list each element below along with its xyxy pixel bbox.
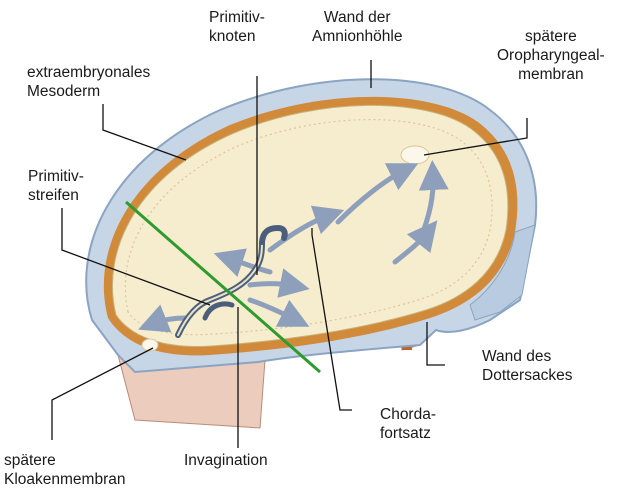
label-extraembryonic-mesoderm: extraembryonales Mesoderm [27,63,150,101]
label-primitivstreifen: Primitiv- streifen [28,167,84,205]
label-yolk-sac-wall: Wand des Dottersackes [482,347,572,385]
label-amnion-wall: Wand der Amnionhöhle [312,8,402,46]
label-chorda: Chorda- fortsatz [380,405,436,443]
label-kloakenmembran: spätere Kloakenmembran [4,451,125,489]
label-oropharyngeal-membrane: spätere Oropharyngeal- membran [497,27,605,84]
label-primitivknoten: Primitiv- knoten [209,8,265,46]
label-invagination: Invagination [184,451,268,470]
arrow-5 [250,284,295,286]
